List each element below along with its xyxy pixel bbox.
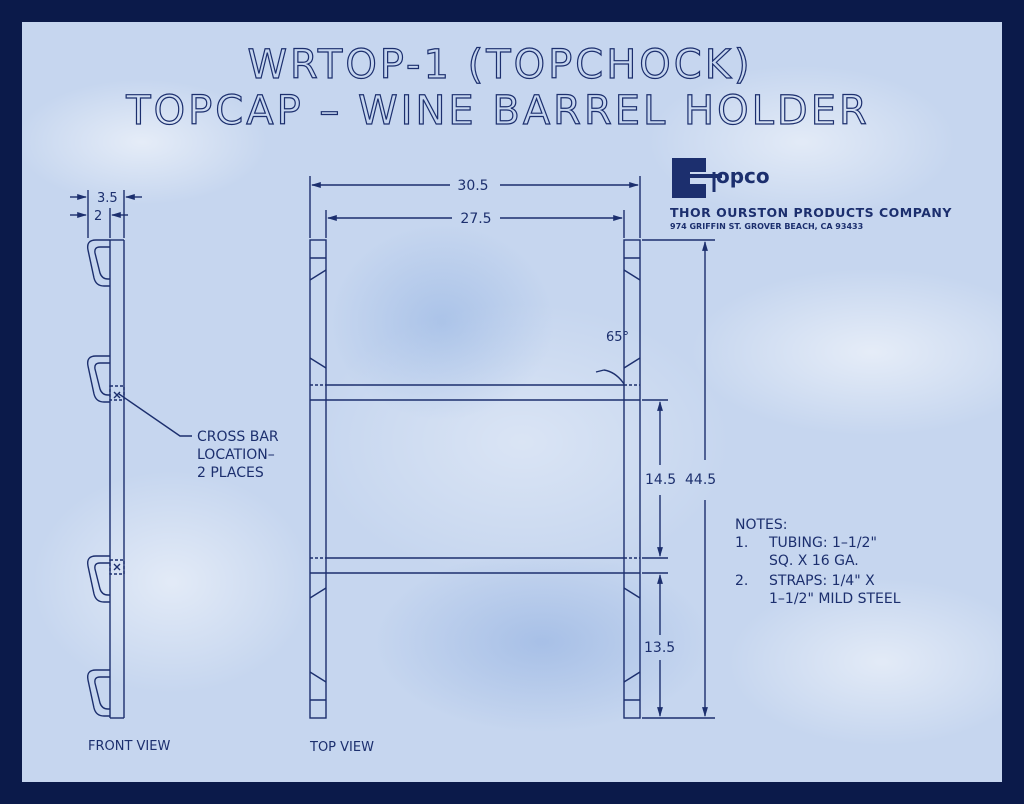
- company-logo: opco: [672, 158, 770, 198]
- callout-line-3: 2 PLACES: [197, 465, 264, 481]
- note-1-line-1: TUBING: 1–1/2": [768, 535, 877, 551]
- company-name: THOR OURSTON PRODUCTS COMPANY: [670, 205, 952, 220]
- dim-width-outer: 30.5: [457, 178, 488, 194]
- callout-line-1: CROSS BAR: [197, 429, 279, 445]
- note-1-line-2: SQ. X 16 GA.: [769, 553, 859, 569]
- front-view-label: FRONT VIEW: [88, 739, 170, 754]
- dim-total-height: 44.5: [685, 472, 716, 488]
- front-dim-outer: 3.5: [97, 191, 118, 206]
- note-2-line-2: 1–1/2" MILD STEEL: [769, 591, 901, 607]
- title-line-1: WRTOP-1 (TOPCHOCK): [247, 42, 752, 88]
- note-2-num: 2.: [735, 573, 748, 589]
- dim-width-inner: 27.5: [460, 211, 491, 227]
- front-dim-inner: 2: [94, 209, 102, 224]
- angle-label: 65°: [606, 330, 629, 345]
- title-line-2: TOPCAP – WINE BARREL HOLDER: [125, 88, 870, 134]
- notes-block: NOTES: 1. TUBING: 1–1/2" SQ. X 16 GA. 2.…: [735, 517, 901, 607]
- company-address: 974 GRIFFIN ST. GROVER BEACH, CA 93433: [670, 222, 863, 231]
- front-view-drawing: [70, 190, 192, 719]
- top-view-label: TOP VIEW: [309, 740, 374, 755]
- note-1-num: 1.: [735, 535, 748, 551]
- callout-line-2: LOCATION–: [197, 447, 275, 463]
- notes-heading: NOTES:: [735, 517, 788, 533]
- drawing-canvas: WRTOP-1 (TOPCHOCK) TOPCAP – WINE BARREL …: [70, 41, 952, 755]
- logo-text: opco: [716, 164, 770, 188]
- dim-span-upper: 14.5: [645, 472, 676, 488]
- note-2-line-1: STRAPS: 1/4" X: [769, 573, 875, 589]
- blueprint-sheet: WRTOP-1 (TOPCHOCK) TOPCAP – WINE BARREL …: [22, 22, 1002, 782]
- top-view-drawing: [309, 176, 715, 719]
- dim-span-lower: 13.5: [644, 640, 675, 656]
